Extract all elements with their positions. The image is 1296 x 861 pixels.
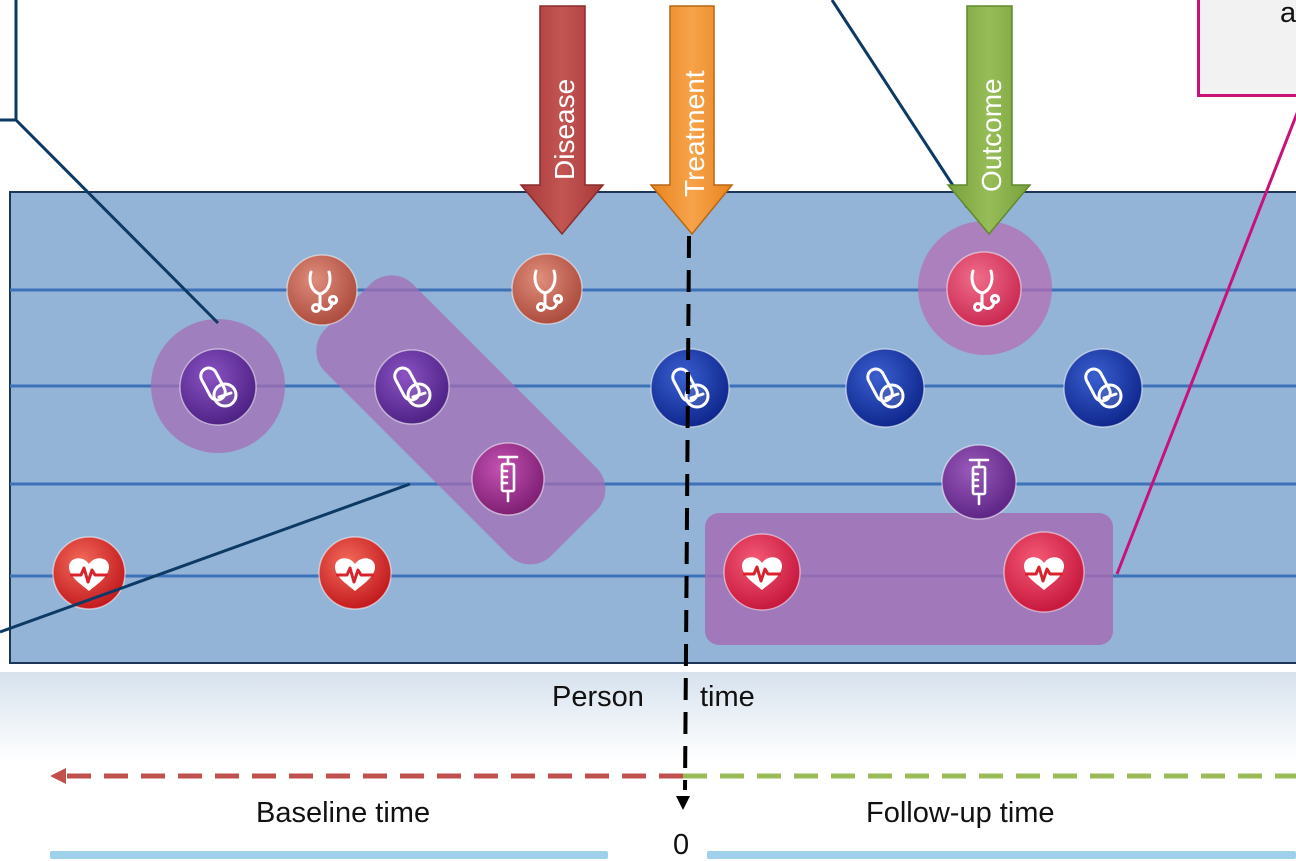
callout-text: a [1280,0,1296,29]
baseline-time-label: Baseline time [256,797,431,829]
treatment-arrow: Treatment [649,5,734,236]
person-time-band [0,672,1296,762]
icon-stethoscope-2 [511,253,583,325]
time-label: time [700,681,755,713]
measurement-highlight [705,513,1113,645]
icon-capsule-1 [179,348,257,426]
index-date-line [683,235,691,791]
icon-heart-1 [52,536,126,610]
icon-heart-2 [318,536,392,610]
icon-capsule-5 [1063,348,1143,428]
icon-heart-3 [723,533,801,611]
icon-capsule-2 [374,349,450,425]
index-zero-label: 0 [673,829,690,861]
followup-box-edge [707,851,1296,859]
index-date-arrowhead [676,796,690,810]
outcome-arrow-label: Outcome [976,78,1007,192]
callout-box: a [1197,0,1296,97]
baseline-box-edge [50,851,608,859]
treatment-arrow-label: Treatment [679,70,710,197]
outcome-arrow: Outcome [946,5,1032,236]
disease-arrow-label: Disease [549,79,580,180]
icon-heart-4 [1003,531,1085,613]
icon-stethoscope-outcome [946,251,1022,327]
connector-lines [0,0,1296,634]
icon-capsule-4 [845,348,925,428]
disease-arrow: Disease [519,5,605,236]
icon-stethoscope-1 [286,254,358,326]
person-label: Person [552,681,644,713]
icon-syringe-1 [471,442,545,516]
followup-time-label: Follow-up time [866,797,1055,829]
icon-syringe-2 [941,444,1017,520]
baseline-arrowhead [50,768,66,784]
icon-capsule-3 [650,348,730,428]
